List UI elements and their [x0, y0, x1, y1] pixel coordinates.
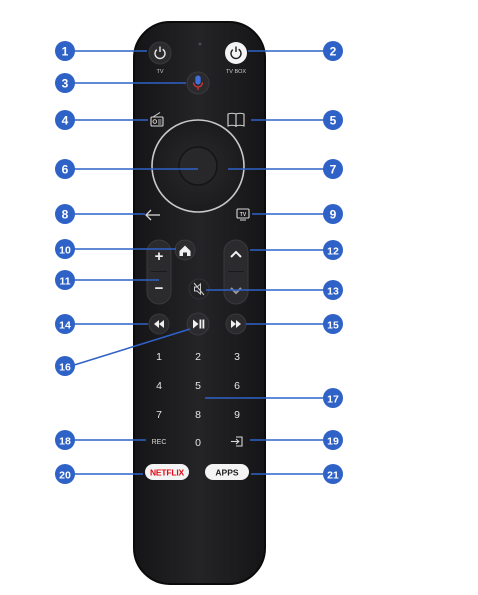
apps-label: APPS	[215, 468, 238, 478]
svg-text:9: 9	[330, 208, 337, 222]
netflix-button[interactable]: NETFLIX	[145, 464, 189, 480]
play-pause-icon	[193, 319, 205, 329]
mute-button[interactable]	[188, 278, 210, 300]
svg-text:12: 12	[327, 246, 339, 258]
callout-14: 14	[55, 314, 75, 334]
svg-text:19: 19	[327, 436, 339, 448]
key-7[interactable]: 7	[156, 409, 162, 421]
guide-button[interactable]	[227, 112, 245, 127]
rewind-icon	[154, 320, 164, 328]
play-pause-button[interactable]	[186, 312, 210, 336]
svg-text:11: 11	[59, 276, 70, 288]
svg-text:5: 5	[330, 114, 337, 128]
callout-13: 13	[323, 280, 343, 300]
volume-up-label: +	[155, 248, 164, 265]
tvbox-power-label: TV BOX	[226, 69, 247, 75]
svg-text:13: 13	[327, 286, 339, 298]
callout-16: 16	[55, 356, 75, 376]
svg-text:20: 20	[59, 470, 71, 482]
home-icon	[179, 245, 191, 256]
svg-text:2: 2	[330, 45, 337, 59]
svg-text:7: 7	[330, 163, 337, 177]
ir-sensor	[198, 42, 202, 46]
fast-forward-button[interactable]	[225, 313, 247, 335]
home-button[interactable]	[174, 239, 196, 261]
callout-11: 11	[55, 270, 75, 290]
callout-15: 15	[323, 314, 343, 334]
callout-4: 4	[55, 110, 75, 130]
svg-text:10: 10	[59, 245, 71, 257]
mute-icon	[193, 282, 205, 296]
fast-forward-icon	[231, 320, 241, 328]
number-keypad[interactable]: 1 2 3 4 5 6 7 8 9 0	[156, 351, 240, 449]
callout-3: 3	[55, 73, 75, 93]
svg-text:6: 6	[62, 163, 69, 177]
power-icon	[154, 47, 166, 60]
tv-icon	[236, 208, 250, 221]
rec-button[interactable]: REC	[152, 439, 167, 446]
svg-text:18: 18	[59, 436, 71, 448]
callout-18: 18	[55, 430, 75, 450]
tv-button[interactable]: TV	[236, 208, 250, 221]
key-1[interactable]: 1	[156, 351, 162, 363]
callout-1: 1	[55, 41, 75, 61]
callout-2: 2	[323, 41, 343, 61]
volume-down-label: −	[155, 280, 164, 297]
callout-5: 5	[323, 110, 343, 130]
svg-text:15: 15	[327, 320, 339, 332]
voice-button[interactable]	[186, 71, 210, 95]
svg-text:TV: TV	[240, 212, 247, 218]
callout-17: 17	[323, 388, 343, 408]
chevron-up-icon	[230, 250, 242, 258]
key-4[interactable]: 4	[156, 380, 162, 392]
netflix-logo: NETFLIX	[150, 468, 185, 478]
callout-21: 21	[323, 464, 343, 484]
key-5[interactable]: 5	[195, 380, 201, 392]
callout-19: 19	[323, 430, 343, 450]
power-icon	[230, 47, 242, 60]
back-arrow-icon	[145, 209, 160, 221]
callout-10: 10	[55, 239, 75, 259]
radio-icon	[150, 112, 164, 127]
key-0[interactable]: 0	[195, 437, 201, 449]
microphone-icon	[192, 75, 204, 90]
tv-power-label: TV	[156, 69, 163, 75]
tvbox-power-button[interactable]	[225, 42, 247, 64]
callout-6: 6	[55, 159, 75, 179]
svg-text:17: 17	[327, 394, 339, 406]
input-source-button[interactable]	[231, 436, 243, 447]
callout-9: 9	[323, 204, 343, 224]
svg-text:4: 4	[62, 114, 69, 128]
book-icon	[227, 112, 245, 127]
svg-text:16: 16	[59, 362, 71, 374]
svg-text:8: 8	[62, 208, 69, 222]
ok-button[interactable]	[178, 146, 218, 186]
input-source-icon	[231, 436, 243, 447]
svg-text:21: 21	[327, 470, 339, 482]
back-button[interactable]	[145, 209, 160, 221]
svg-text:14: 14	[59, 320, 71, 332]
rewind-button[interactable]	[148, 313, 170, 335]
svg-text:3: 3	[62, 77, 69, 91]
callout-leaders	[70, 50, 327, 475]
callout-7: 7	[323, 159, 343, 179]
key-2[interactable]: 2	[195, 351, 201, 363]
callout-8: 8	[55, 204, 75, 224]
svg-text:1: 1	[62, 45, 69, 59]
key-6[interactable]: 6	[234, 380, 240, 392]
key-8[interactable]: 8	[195, 409, 201, 421]
callout-12: 12	[323, 240, 343, 260]
callout-20: 20	[55, 464, 75, 484]
tv-power-button[interactable]	[148, 41, 172, 65]
radio-button[interactable]	[150, 112, 164, 127]
key-3[interactable]: 3	[234, 351, 240, 363]
apps-button[interactable]: APPS	[205, 464, 249, 480]
key-9[interactable]: 9	[234, 409, 240, 421]
